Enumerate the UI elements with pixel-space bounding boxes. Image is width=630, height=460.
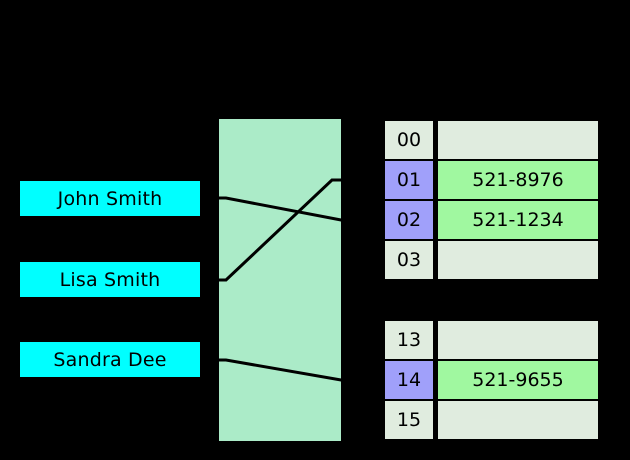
bucket-row[interactable]: 14 521-9655 — [385, 361, 598, 399]
bucket-index: 02 — [385, 201, 433, 239]
bucket-index: 15 — [385, 401, 433, 439]
bucket-value: 521-8976 — [438, 161, 598, 199]
key-box-lisa-smith[interactable]: Lisa Smith — [20, 262, 200, 297]
key-box-john-smith[interactable]: John Smith — [20, 181, 200, 216]
hash-function-box — [219, 119, 341, 441]
bucket-value — [438, 321, 598, 359]
bucket-value: 521-9655 — [438, 361, 598, 399]
bucket-index: 01 — [385, 161, 433, 199]
bucket-row[interactable]: 13 — [385, 321, 598, 359]
bucket-index: 13 — [385, 321, 433, 359]
bucket-value — [438, 121, 598, 159]
bucket-value — [438, 401, 598, 439]
bucket-row[interactable]: 02 521-1234 — [385, 201, 598, 239]
bucket-row[interactable]: 01 521-8976 — [385, 161, 598, 199]
bucket-row[interactable]: 03 — [385, 241, 598, 279]
key-label: Lisa Smith — [59, 268, 161, 291]
bucket-index: 00 — [385, 121, 433, 159]
bucket-value: 521-1234 — [438, 201, 598, 239]
bucket-index: 14 — [385, 361, 433, 399]
key-label: Sandra Dee — [53, 348, 167, 371]
bucket-table-lower: 13 14 521-9655 15 — [385, 321, 600, 439]
key-box-sandra-dee[interactable]: Sandra Dee — [20, 342, 200, 377]
bucket-row[interactable]: 00 — [385, 121, 598, 159]
bucket-table-upper: 00 01 521-8976 02 521-1234 03 — [385, 121, 600, 279]
bucket-row[interactable]: 15 — [385, 401, 598, 439]
key-label: John Smith — [57, 187, 163, 210]
bucket-value — [438, 241, 598, 279]
bucket-index: 03 — [385, 241, 433, 279]
